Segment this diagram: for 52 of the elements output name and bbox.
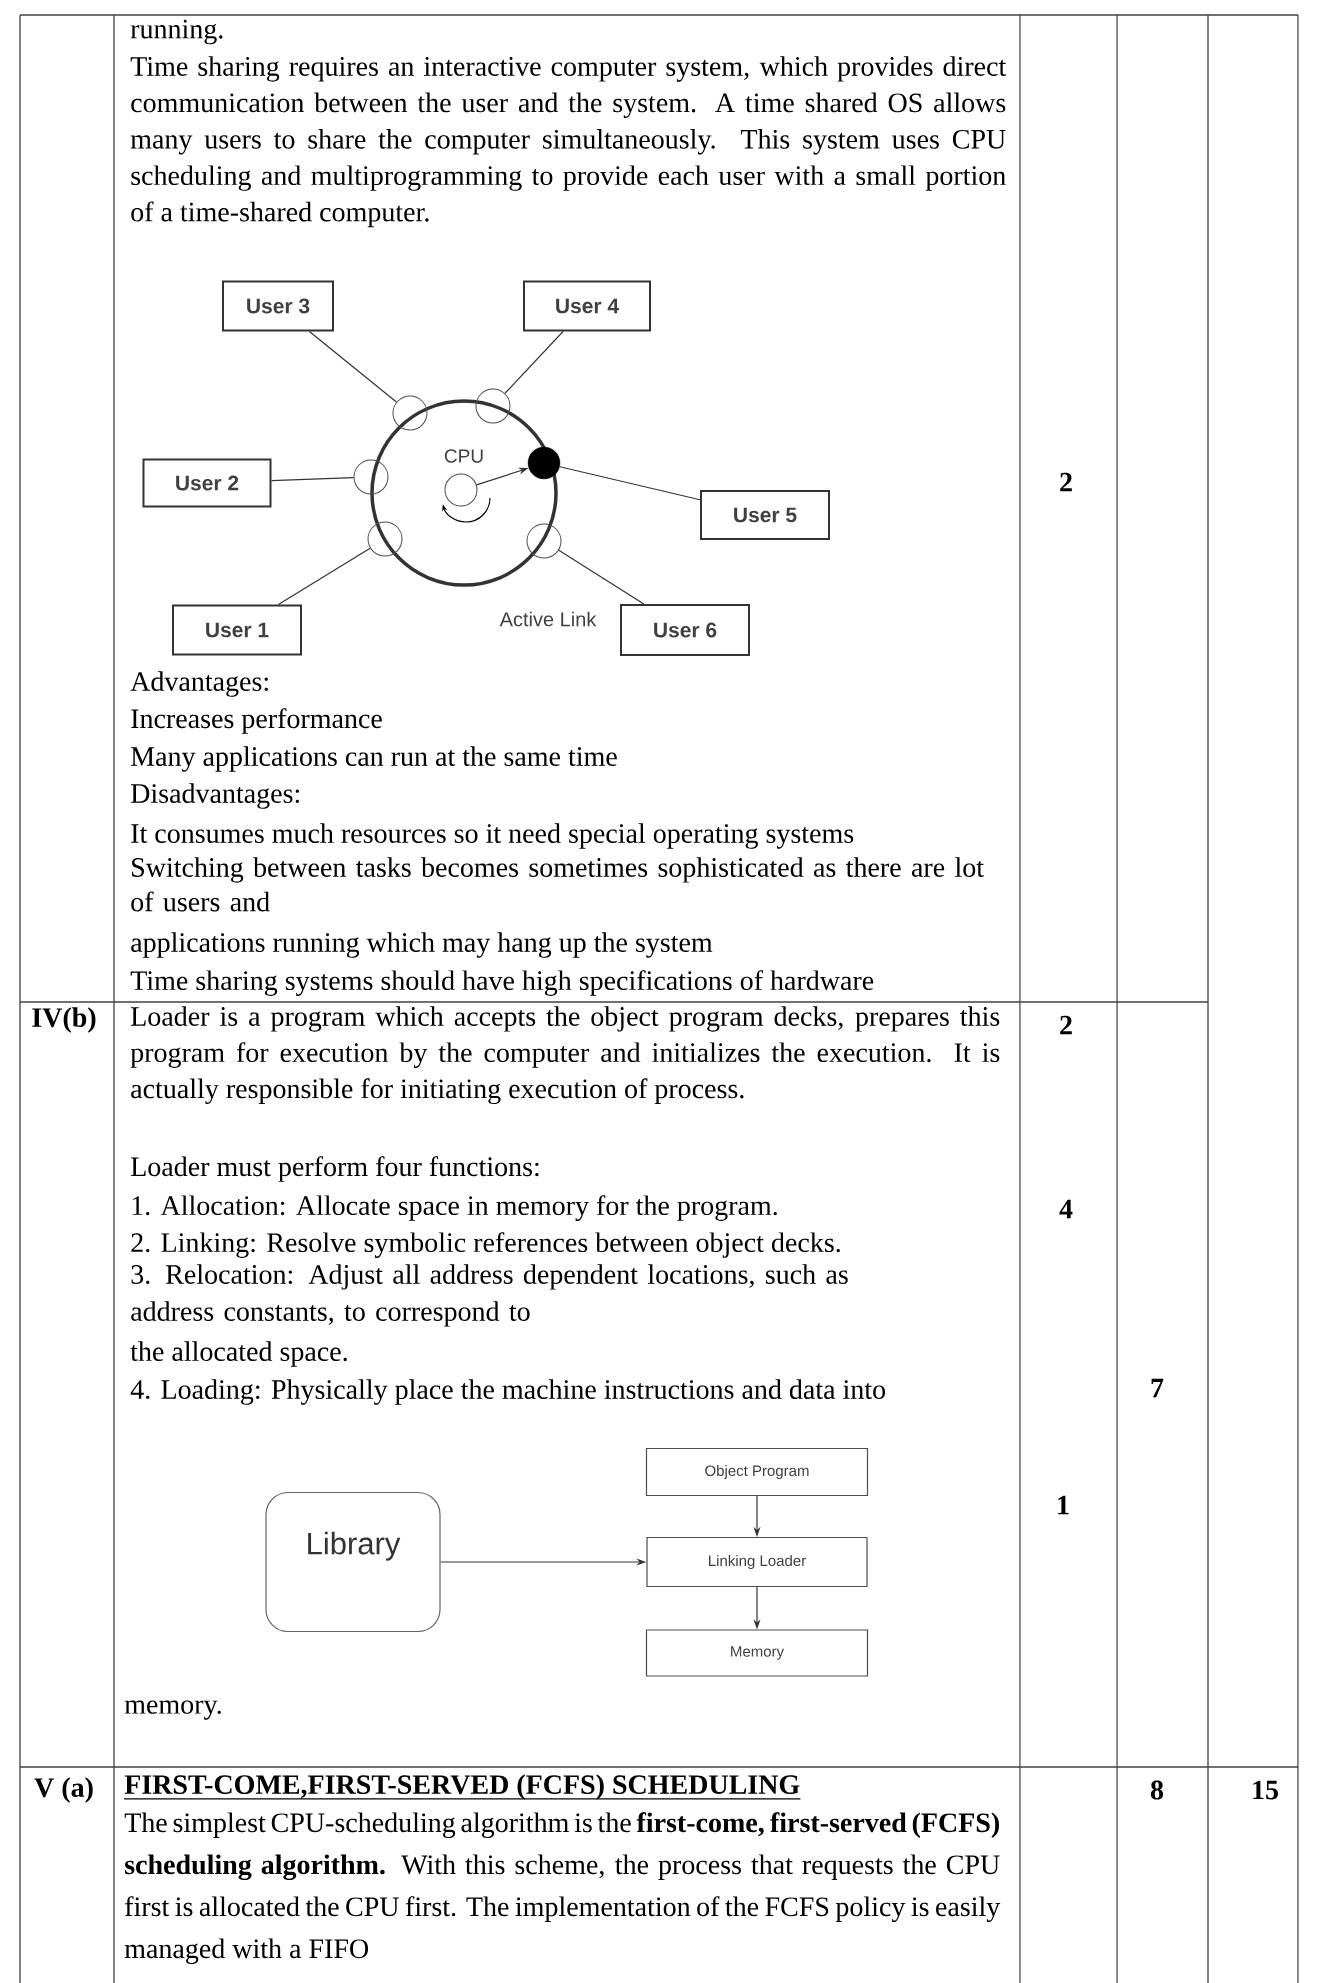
user-box: User 4 [523,280,651,332]
body-text: applications running which may hang up the system [131,932,713,958]
user-box: User 6 [620,604,750,656]
mark-value: 15 [1253,1780,1278,1800]
link-label: Active Link [499,611,597,627]
connector-line [559,466,701,501]
section-heading: FIRST-COME,FIRST-SERVED (FCFS) SCHEDULING [123,1774,802,1800]
body-text: 2. Linking: Resolve symbolic references between object decks. [131,1232,840,1258]
process-box: Object Program [645,1447,869,1497]
paragraph: The simplest CPU-scheduling algorithm is the first-come, first-served (FCFS) scheduling algorithm. With this scheme, the process that requests the CPU first is allocated the CPU first. The implementation of the FCFS policy is easily managed with a FIFO [124,1812,1001,1964]
user-box: User 3 [222,280,334,332]
active-link-dot [527,446,561,480]
question-number: V (a) [34,1777,93,1803]
body-text: Advantages: [130,671,268,697]
body-text: Disadvantages: [131,783,299,809]
library-box: Library [265,1491,441,1633]
port-circle [475,388,511,424]
body-text: Loader must perform four functions: [131,1156,539,1182]
question-number: IV(b) [32,1007,96,1033]
mark-value: 2 [1060,1015,1072,1035]
body-text: It consumes much resources so it need special operating systems [131,823,854,849]
body-text: 1. Allocation: Allocate space in memory for the program. [132,1195,777,1221]
user-box: User 1 [172,604,302,656]
body-text: 4. Loading: Physically place the machine instructions and data into [130,1379,886,1405]
mark-value: 8 [1150,1780,1164,1800]
body-text: the allocated space. [130,1341,347,1367]
port-circle [353,459,389,495]
body-text: memory. [124,1700,221,1720]
port-circle [367,521,403,557]
mark-value: 2 [1060,472,1072,492]
user-box: User 5 [700,490,830,540]
cpu-label: CPU [444,449,483,463]
body-text: Time sharing systems should have high specifications of hardware [130,970,874,996]
connector-line [277,547,371,606]
connector-line [504,330,564,394]
body-text: Many applications can run at the same time [131,746,617,772]
port-circle [526,523,562,559]
connector-line [558,549,645,605]
connector-line [308,330,397,403]
connector-line [270,477,355,482]
process-box: Memory [645,1629,869,1677]
body-text: running. [130,19,223,45]
user-box: User 2 [142,458,272,508]
cpu-ring [370,399,558,587]
mark-value: 4 [1059,1199,1073,1219]
process-box: Linking Loader [646,1536,868,1588]
mark-value: 1 [1058,1495,1069,1515]
paragraph: Loader is a program which accepts the object program decks, prepares this program for execution by the computer and initializes the execution. It is actually responsible for initiating execution of process. [130,1006,1000,1105]
body-text: Increases performance [131,708,382,734]
port-circle [392,395,428,431]
mark-value: 7 [1151,1378,1164,1398]
paragraph: Time sharing requires an interactive computer system, which provides direct communication between the user and the system. A time shared OS allows many users to share the computer simultaneously. This system uses CPU scheduling and multiprogramming to provide each user with a small portion of a time-shared computer. [130,56,1007,228]
